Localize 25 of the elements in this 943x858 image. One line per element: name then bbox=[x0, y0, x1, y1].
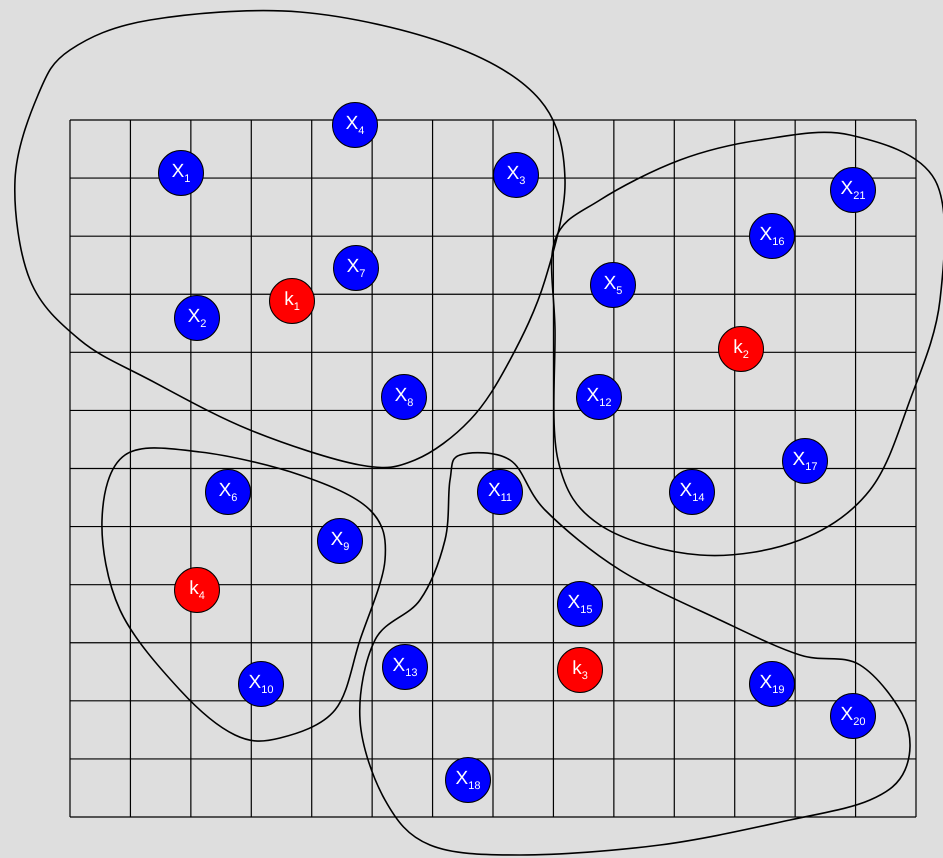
data-point-circle: X$_{5}$ bbox=[590, 262, 636, 308]
centroid-circle: k$_{2}$ bbox=[718, 326, 764, 372]
data-point-circle: X$_{2}$ bbox=[174, 295, 220, 341]
data-point-circle: X$_{8}$ bbox=[381, 374, 427, 420]
data-point-circle: X$_{11}$ bbox=[477, 469, 523, 515]
data-point-circle: X$_{7}$ bbox=[333, 245, 379, 291]
data-point-circle: X$_{13}$ bbox=[382, 644, 428, 690]
data-point-circle: X$_{19}$ bbox=[749, 661, 795, 707]
centroid-circle: k$_{3}$ bbox=[557, 647, 603, 693]
data-point-circle: X$_{3}$ bbox=[493, 152, 539, 198]
data-point-circle: X$_{14}$ bbox=[669, 469, 715, 515]
centroid-circle: k$_{1}$ bbox=[269, 278, 315, 324]
data-point-circle: X$_{6}$ bbox=[205, 469, 251, 515]
data-point-circle: X$_{1}$ bbox=[158, 150, 204, 196]
data-point-circle: X$_{17}$ bbox=[782, 438, 828, 484]
data-point-circle: X$_{16}$ bbox=[749, 213, 795, 259]
data-point-circle: X$_{15}$ bbox=[557, 581, 603, 627]
data-point-circle: X$_{18}$ bbox=[445, 757, 491, 803]
data-point-circle: X$_{10}$ bbox=[238, 661, 284, 707]
data-point-circle: X$_{20}$ bbox=[830, 693, 876, 739]
centroid-circle: k$_{4}$ bbox=[174, 567, 220, 613]
data-point-circle: X$_{21}$ bbox=[830, 167, 876, 213]
data-point-circle: X$_{4}$ bbox=[332, 102, 378, 148]
data-point-circle: X$_{12}$ bbox=[576, 374, 622, 420]
data-point-circle: X$_{9}$ bbox=[317, 518, 363, 564]
